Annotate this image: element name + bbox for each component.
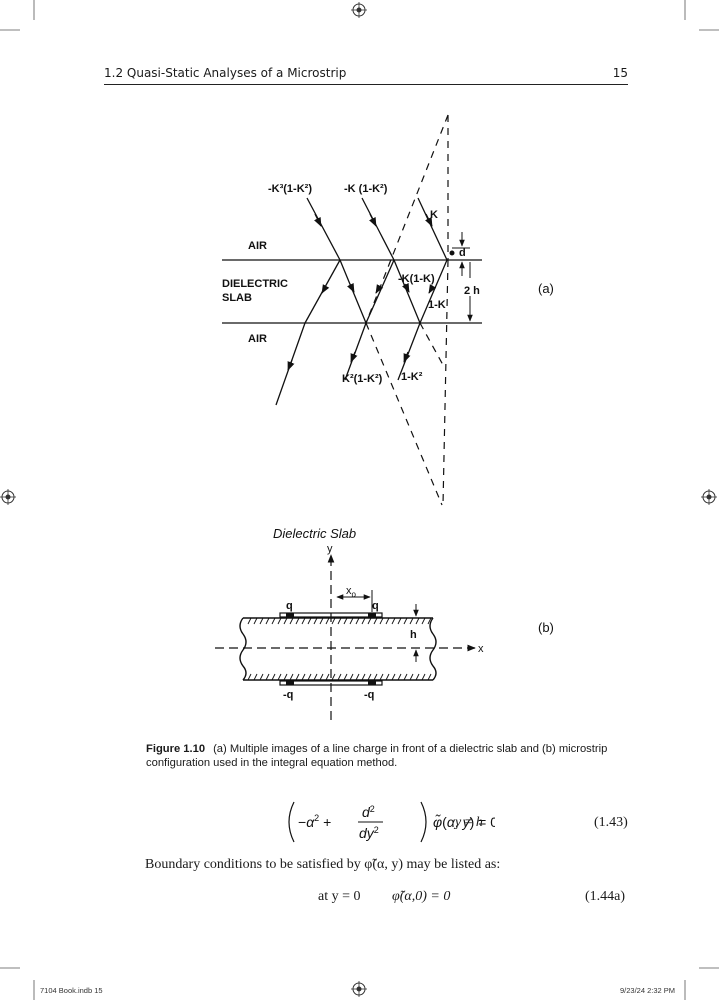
svg-text:−α2 +: −α2 + <box>298 813 331 830</box>
figure-a: -K³(1-K²) -K (1-K²) K AIR DIELECTRIC SLA… <box>222 114 554 506</box>
page-number: 15 <box>612 66 628 80</box>
label-2h: 2 h <box>464 285 480 297</box>
eq143-condition: y ≠ h <box>455 815 483 830</box>
figure-b: Dielectric Slab y x xo q q -q -q h (b) <box>215 526 554 720</box>
registration-mark-left <box>0 489 16 505</box>
dashed-image-lines <box>365 114 449 506</box>
slab-outline <box>239 617 437 681</box>
equation-1-43: −α2 + d2 dy2 φ̃(α, y) = 0 <box>288 801 495 843</box>
eq144-expr: φ̃(α,0) = 0 <box>392 889 451 904</box>
registration-mark-bottom <box>351 981 367 997</box>
charge-q-right <box>368 613 376 617</box>
h-label: h <box>410 629 417 641</box>
neg-q-right-label: -q <box>364 689 374 701</box>
ray-arrows <box>287 213 437 371</box>
q-right-label: q <box>372 600 379 612</box>
figure-a-label: (a) <box>538 281 554 296</box>
registration-mark-top <box>351 2 367 18</box>
label-air-top: AIR <box>248 240 267 252</box>
dimension-marks <box>449 232 473 324</box>
footer-right: 9/23/24 2:32 PM <box>620 986 676 995</box>
footer-left: 7104 Book.indb 15 <box>40 986 103 995</box>
svg-text:φ̃(α, y) = 0: φ̃(α, y) = 0 <box>433 814 495 830</box>
q-left-label: q <box>286 600 293 612</box>
header-rule <box>104 84 628 85</box>
x0-label: xo <box>346 585 357 599</box>
registration-mark-right <box>701 489 717 505</box>
label-dielectric-2: SLAB <box>222 292 252 304</box>
charge-q-left <box>286 613 294 617</box>
top-strip <box>279 612 383 618</box>
figure-b-label: (b) <box>538 620 554 635</box>
label-dielectric-1: DIELECTRIC <box>222 278 288 290</box>
caption-number: Figure 1.10 <box>146 743 206 755</box>
figure-b-title: Dielectric Slab <box>273 526 356 541</box>
label-top-mid: -K (1-K²) <box>344 183 388 195</box>
x-axis-label: x <box>478 643 484 655</box>
label-bottom-left: K²(1-K²) <box>342 373 383 385</box>
eq144-number: (1.44a) <box>585 889 626 904</box>
eq144-condition: at y = 0 <box>318 889 361 904</box>
figure-caption: Figure 1.10(a) Multiple images of a line… <box>146 742 646 770</box>
label-bottom-right: 1-K² <box>401 371 423 383</box>
svg-text:dy2: dy2 <box>359 825 379 841</box>
eq143-number: (1.43) <box>594 815 628 830</box>
label-d: d <box>459 247 466 259</box>
section-title: 1.2 Quasi-Static Analyses of a Microstri… <box>104 66 347 80</box>
label-mid: -K(1-K) <box>398 273 435 285</box>
running-header: 1.2 Quasi-Static Analyses of a Microstri… <box>104 66 628 84</box>
label-air-bottom: AIR <box>248 333 267 345</box>
charge-neg-q-left <box>286 681 294 685</box>
bottom-strip <box>279 680 383 686</box>
caption-text: (a) Multiple images of a line charge in … <box>146 743 608 769</box>
label-one-minus-k: 1-K <box>428 299 446 311</box>
neg-q-left-label: -q <box>283 689 293 701</box>
slab-hatching <box>247 617 432 681</box>
boundary-paragraph: Boundary conditions to be satisfied by φ… <box>145 857 501 872</box>
label-k: K <box>430 209 438 221</box>
y-axis-label: y <box>327 543 333 555</box>
svg-text:d2: d2 <box>362 804 375 820</box>
charge-neg-q-right <box>368 681 376 685</box>
label-top-left: -K³(1-K²) <box>268 183 312 195</box>
